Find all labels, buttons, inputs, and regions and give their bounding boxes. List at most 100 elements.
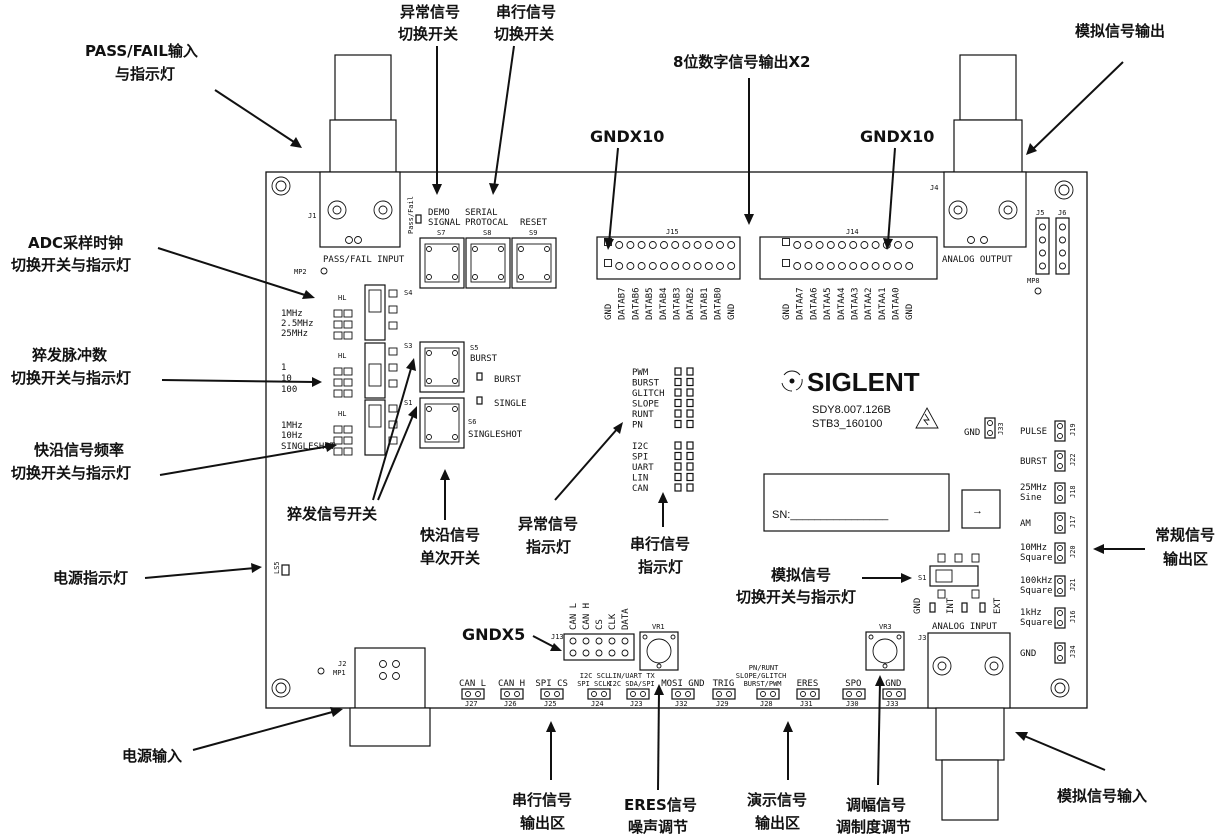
- s1-fast-edge-switch[interactable]: [364, 399, 398, 456]
- regular-output-header: [1054, 512, 1066, 534]
- count-1: 10: [281, 374, 292, 384]
- serial_list-led: [674, 483, 682, 492]
- j15-pin-7: DATAB1: [700, 287, 710, 320]
- freq1-1: 2.5MHz: [281, 319, 314, 329]
- callout-adc-1: ADC采样时钟: [28, 234, 123, 252]
- selector-led-pad: [343, 309, 353, 318]
- serial_list-led: [674, 462, 682, 471]
- callout-analog-in: 模拟信号输入: [1057, 787, 1147, 805]
- j33-gnd-header: [984, 417, 996, 439]
- regular-label-6-0: 1kHz: [1020, 608, 1042, 618]
- siglent-swirl-icon: [781, 370, 803, 392]
- count-2: 100: [281, 385, 297, 395]
- vr1-eres-potentiometer[interactable]: [639, 631, 679, 671]
- bottom-j-7: J28: [760, 700, 773, 708]
- regular-label-4-0: 10MHz: [1020, 543, 1047, 553]
- callout-demo-out-1: 演示信号: [747, 791, 807, 809]
- j1-pass-fail-bnc: [319, 54, 401, 248]
- selector-led-pad: [343, 320, 353, 329]
- j2-power-jack: [349, 647, 431, 747]
- j15-pin-9: GND: [727, 304, 737, 320]
- pass-fail-vertical-label: Pass/Fail: [407, 196, 415, 234]
- selector-led: [333, 425, 343, 434]
- j5-label: J5: [1036, 209, 1044, 217]
- callout-analog-switch-1: 模拟信号: [771, 566, 831, 584]
- s5-burst-switch[interactable]: [419, 341, 465, 393]
- abnormal_list-item-0: PWM: [632, 368, 649, 378]
- regular-j-5: J21: [1069, 578, 1077, 591]
- regular-j-7: J34: [1069, 645, 1077, 658]
- serial_list-led-pad: [686, 451, 694, 461]
- s3-burst-count-switch[interactable]: [364, 342, 398, 399]
- abnormal_list-item-1: BURST: [632, 379, 660, 389]
- bottom-j-10: J33: [886, 700, 899, 708]
- s4-label: S4: [404, 289, 412, 297]
- regular-label-4-1: Square: [1020, 553, 1053, 563]
- callout-burst-switch: 猝发信号开关: [286, 505, 377, 523]
- bottom-j-1: J26: [504, 700, 517, 708]
- j13-pin-3: CLK: [608, 613, 618, 630]
- bottom-label-2-0: SPI CS: [535, 679, 568, 689]
- s6-singleshot-switch[interactable]: [419, 397, 465, 449]
- bottom-label-5-0: MOSI GND: [661, 679, 704, 689]
- analog-sw-int: INT: [946, 597, 956, 614]
- s5-label: S5: [470, 344, 478, 352]
- vr3-am-depth-potentiometer[interactable]: [865, 631, 905, 671]
- selector-led-pad: [343, 331, 353, 340]
- regular-label-5-1: Square: [1020, 586, 1053, 596]
- j5-header: [1035, 217, 1050, 275]
- bottom-label-8-0: ERES: [797, 679, 819, 689]
- s8-serial-protocol-switch[interactable]: [465, 237, 511, 289]
- serial-number-box: [763, 473, 950, 532]
- bottom-output-header: [587, 688, 611, 700]
- s9-reset-switch[interactable]: [511, 237, 557, 289]
- callout-burst-count-2: 切换开关与指示灯: [11, 369, 131, 387]
- analog-source-switch[interactable]: [929, 553, 980, 599]
- s4-adc-clock-switch[interactable]: [364, 284, 398, 341]
- regular-output-header: [1054, 450, 1066, 472]
- j13-label: J13: [551, 633, 564, 641]
- burst-led-label: BURST: [494, 375, 522, 385]
- s7-demo-signal-switch[interactable]: [419, 237, 465, 289]
- j2-label: J2: [338, 660, 346, 668]
- j4-analog-output-bnc: [943, 54, 1027, 248]
- bottom-label-0-0: CAN L: [459, 679, 486, 689]
- callout-fast-edge-2: 切换开关与指示灯: [11, 464, 131, 482]
- callout-power-in: 电源输入: [122, 747, 182, 765]
- callout-abnormal-led-1: 异常信号: [518, 515, 578, 533]
- callout-abnormal-switch-1: 异常信号: [400, 3, 460, 21]
- j4-label: J4: [930, 184, 938, 192]
- abnormal_list-led: [674, 398, 682, 408]
- callout-eres-2: 噪声调节: [628, 818, 688, 835]
- j3-label: J3: [918, 634, 926, 642]
- callout-abnormal-led-2: 指示灯: [526, 538, 571, 556]
- abnormal_list-led-pad: [686, 388, 694, 397]
- brand-text: SIGLENT: [807, 367, 920, 397]
- callout-abnormal-switch-2: 切换开关: [398, 25, 458, 43]
- callout-gnd-right: GNDX10: [860, 127, 934, 146]
- regular-label-2-0: 25MHz: [1020, 483, 1047, 493]
- j14-pin-4: DATAA4: [837, 287, 847, 320]
- bottom-label-6-0: TRIG: [713, 679, 735, 689]
- j14-digital-a-header: [759, 236, 938, 280]
- bottom-output-header: [500, 688, 524, 700]
- selector-led: [333, 447, 343, 456]
- j14-pin-6: DATAA2: [864, 287, 874, 320]
- j1-label: J1: [308, 212, 316, 220]
- pass-fail-led: [415, 214, 422, 224]
- j14-pin-5: DATAA3: [850, 287, 860, 320]
- regular-output-header: [1054, 420, 1066, 442]
- pass-fail-input-label: PASS/FAIL INPUT: [323, 255, 405, 265]
- selector-led: [333, 436, 343, 445]
- mp2-hole: [320, 267, 328, 275]
- selector-led-pad: [343, 389, 353, 398]
- callout-regular-out-2: 输出区: [1163, 550, 1208, 568]
- j13-pin-2: CS: [595, 619, 605, 630]
- abnormal_list-led: [674, 367, 682, 376]
- j15-pin-8: DATAB0: [714, 287, 724, 320]
